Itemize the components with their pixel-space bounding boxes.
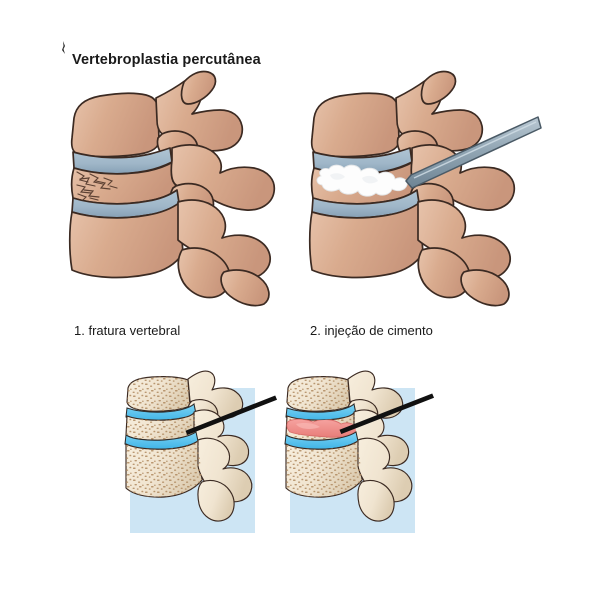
illustration-lateral-spine-cement-injection [308,70,542,307]
radiograph-panel-needle [124,370,278,533]
spinous-process-inferior-xray [357,479,395,522]
spinous-process-superior [180,70,217,105]
trocar-needle [405,116,542,189]
spinous-process-inferior-xray [197,479,235,522]
page-title: Vertebroplastia percutânea [72,51,261,68]
vertebral-body-superior [70,92,160,158]
caption-step-2: 2. injeção de cimento [310,323,433,338]
trocar-needle-xray-right [339,393,435,435]
bone-cement-deposit [316,164,408,197]
caption-step-1: 1. fratura vertebral [74,323,181,338]
radiograph-panel-cement [284,370,435,533]
fracture-lines [76,171,118,202]
vertebral-body-superior [310,92,400,158]
illustration-lateral-spine-fracture [68,70,276,307]
illustration-radiographic-row [124,370,435,533]
bone-cement-fill [286,418,356,438]
vertebral-body-inferior [68,202,184,279]
spinous-process-superior [420,70,457,105]
transverse-process-inferior [460,269,510,307]
trocar-needle-xray-left [185,395,278,436]
vertebral-body-inferior [308,202,424,279]
stray-ink-mark [62,41,65,54]
transverse-process-inferior [220,269,270,307]
